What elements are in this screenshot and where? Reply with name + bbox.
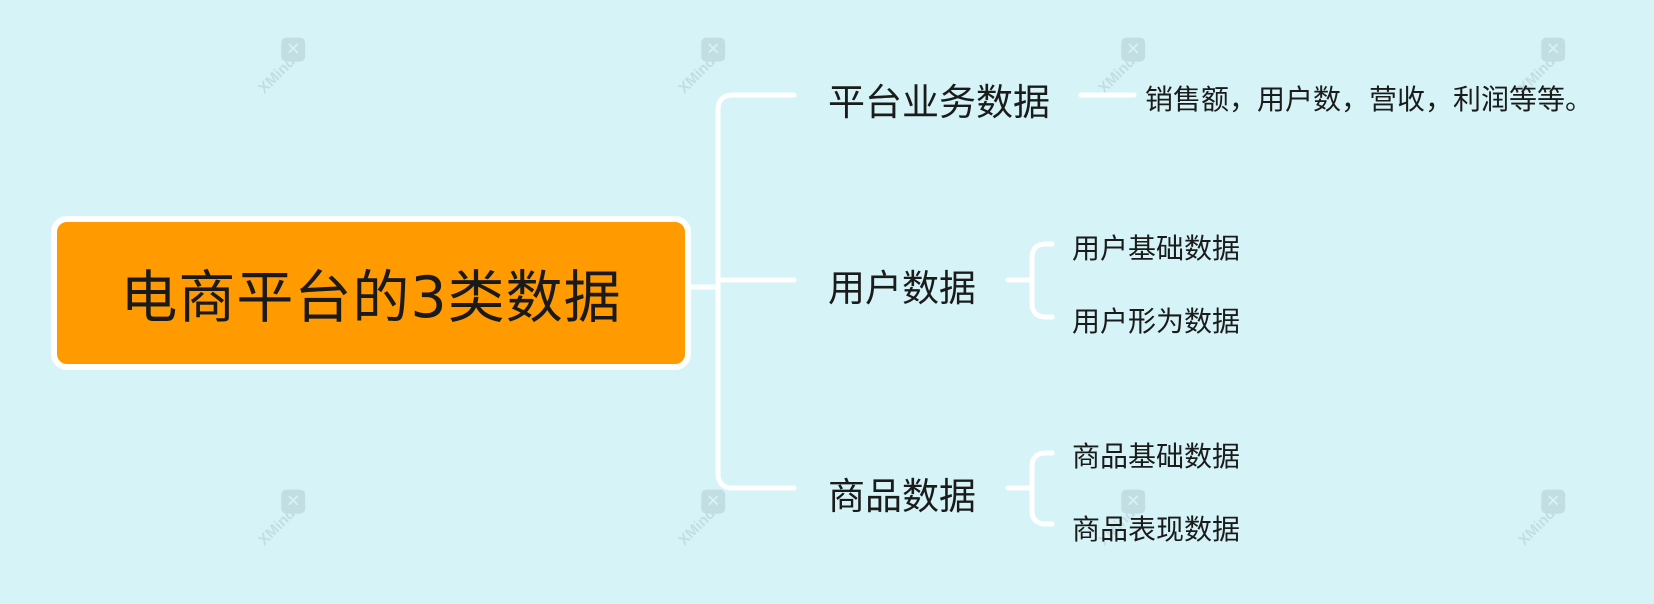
xmind-logo-icon: ✕ bbox=[701, 37, 726, 62]
watermark-text: XMind bbox=[1095, 53, 1139, 97]
topic-product-data[interactable]: 商品数据 bbox=[828, 475, 976, 518]
connector-trunk bbox=[715, 92, 797, 491]
watermark: ✕ XMind bbox=[635, 463, 748, 576]
watermark: ✕ XMind bbox=[1475, 463, 1588, 576]
watermark: ✕ XMind bbox=[215, 11, 328, 124]
watermark-text: XMind bbox=[255, 53, 299, 97]
xmind-logo-icon: ✕ bbox=[1541, 37, 1566, 62]
xmind-logo-icon: ✕ bbox=[701, 489, 726, 514]
topic-platform-business-data[interactable]: 平台业务数据 bbox=[828, 81, 1050, 124]
connector-product-children bbox=[1005, 450, 1055, 527]
topic-user-data[interactable]: 用户数据 bbox=[828, 267, 976, 310]
watermark-text: XMind bbox=[675, 505, 719, 549]
watermark-text: XMind bbox=[675, 53, 719, 97]
subtopic-product-performance-data[interactable]: 商品表现数据 bbox=[1072, 513, 1241, 546]
watermark: ✕ XMind bbox=[635, 11, 748, 124]
subtopic-user-basic-data[interactable]: 用户基础数据 bbox=[1072, 232, 1241, 265]
subtopic-user-behavior-data[interactable]: 用户形为数据 bbox=[1072, 305, 1241, 338]
watermark: ✕ XMind bbox=[215, 463, 328, 576]
watermark-text: XMind bbox=[1515, 505, 1559, 549]
xmind-logo-icon: ✕ bbox=[281, 489, 306, 514]
central-topic[interactable]: 电商平台的3类数据 bbox=[51, 216, 691, 370]
xmind-logo-icon: ✕ bbox=[281, 37, 306, 62]
watermark-text: XMind bbox=[255, 505, 299, 549]
central-topic-label: 电商平台的3类数据 bbox=[120, 265, 622, 331]
subtopic-product-basic-data[interactable]: 商品基础数据 bbox=[1072, 440, 1241, 473]
connector-user-children bbox=[1005, 241, 1055, 320]
xmind-logo-icon: ✕ bbox=[1121, 37, 1146, 62]
xmind-logo-icon: ✕ bbox=[1541, 489, 1566, 514]
subtopic-platform-metrics[interactable]: 销售额，用户数，营收，利润等等。 bbox=[1145, 83, 1594, 116]
